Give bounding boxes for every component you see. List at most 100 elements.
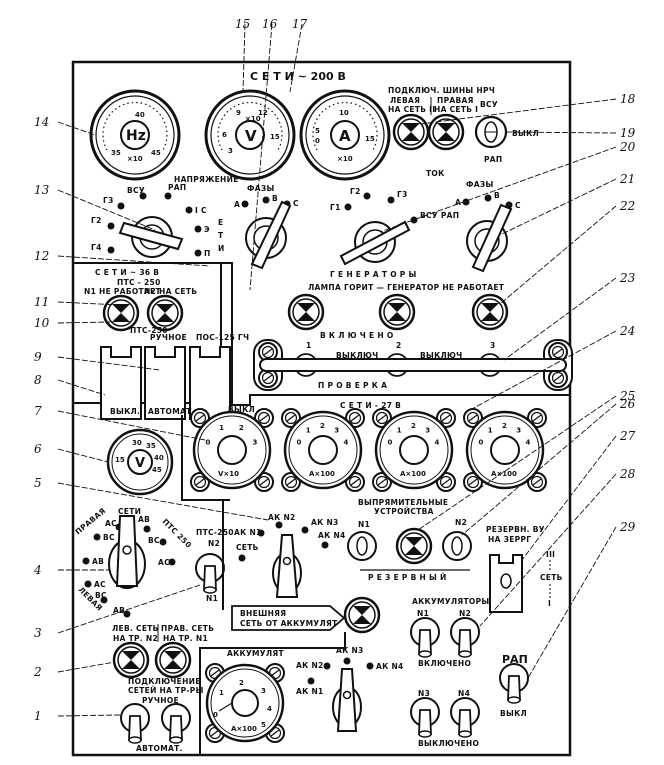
pos-label: ВС xyxy=(103,533,115,542)
phase-current-knob[interactable] xyxy=(466,203,513,273)
voltage-heading: НАПРЯЖЕНИЕ xyxy=(174,175,239,184)
meter-tick: 6 xyxy=(222,131,227,139)
callout-leader-line xyxy=(57,255,211,267)
callout-number: 28 xyxy=(619,467,636,481)
side-label: И xyxy=(218,244,225,253)
pts-toggle-switch[interactable] xyxy=(195,553,225,594)
breaker-pos-125[interactable] xyxy=(189,346,231,420)
meter-tick: 1 xyxy=(219,689,224,697)
phase-voltage-knob[interactable] xyxy=(245,200,292,270)
pos-label: Г4 xyxy=(91,243,102,252)
accumulator-toggle-n1[interactable] xyxy=(410,617,440,658)
phase-a: А xyxy=(234,200,240,209)
rap-toggle-switch[interactable] xyxy=(499,663,529,704)
callout-number: 12 xyxy=(34,249,49,263)
generator-lamp-2[interactable] xyxy=(378,293,416,331)
callout-number: 22 xyxy=(619,199,635,213)
rap-switch-label: РАП xyxy=(502,653,528,666)
right-lamp-label: ПРАВАЯ xyxy=(437,96,474,105)
rectifiers-heading-2: УСТРОЙСТВА xyxy=(374,507,434,516)
meter-multiplier: ×10 xyxy=(337,155,353,163)
rap-label: РАП xyxy=(484,155,502,164)
meter-tick: 4 xyxy=(344,438,349,446)
lamp-pts-n2[interactable] xyxy=(146,294,184,332)
gen-off-1: ВЫКЛЮЧ xyxy=(336,351,379,360)
callout-number: 15 xyxy=(235,17,250,31)
pos-label: Г3 xyxy=(103,196,114,205)
callout-leader-line xyxy=(499,205,617,305)
accumulator-heading: АККУМУЛЯТ xyxy=(227,649,284,658)
net-connect-heading-2: СЕТЕЙ НА ТР-РЫ xyxy=(128,686,204,695)
generator-lamp-1[interactable] xyxy=(287,293,325,331)
accumulator-selector-knob[interactable] xyxy=(332,668,362,732)
lamp-left-net-tr2[interactable] xyxy=(112,641,150,679)
rectifier-n1-switch[interactable] xyxy=(347,531,377,561)
callout-leader-line xyxy=(249,23,273,291)
callout-leader-line xyxy=(57,410,206,441)
meter-tick: 3 xyxy=(228,147,233,155)
meter-tick: 5 xyxy=(315,127,320,135)
phase-heading-voltage: ФАЗЫ xyxy=(247,184,275,193)
side-label: Е xyxy=(218,218,223,227)
acc-n4-label: N4 xyxy=(458,689,470,698)
callout-leader-line xyxy=(289,23,303,93)
generator-interlock-bar[interactable] xyxy=(253,339,573,391)
akk-selector-knob[interactable] xyxy=(272,534,302,598)
callout-leader-line xyxy=(242,23,246,93)
callout-leader-line xyxy=(419,98,617,125)
net-connect-toggle-2[interactable] xyxy=(161,703,191,744)
pts-label: ПТС - 250 xyxy=(117,278,161,287)
left-lamp-label-2: НА СЕТЬ II xyxy=(388,105,435,114)
current-selector-knob[interactable] xyxy=(339,220,411,266)
lamp-n2-label: N2 НА СЕТЬ xyxy=(144,287,197,296)
meter-tick: 1 xyxy=(397,427,402,435)
acc-pos-n4: АК N4 xyxy=(376,662,404,671)
lamp-left-net[interactable] xyxy=(392,113,430,151)
lamp-pts-n1[interactable] xyxy=(102,294,140,332)
lamp-right-net[interactable] xyxy=(427,113,465,151)
callout-number: 29 xyxy=(619,520,636,534)
panel-frame xyxy=(71,60,572,757)
net-connect-toggle-1[interactable] xyxy=(120,703,150,744)
left-lamp-label: ЛЕВАЯ xyxy=(390,96,420,105)
acc-n3-label: N3 xyxy=(418,689,430,698)
pos-label: АС xyxy=(158,558,170,567)
callout-leader-line xyxy=(527,526,617,679)
manual-label: РУЧНОЕ xyxy=(150,333,187,342)
rectifier-reserve-lamp[interactable] xyxy=(395,527,433,565)
external-net-lamp[interactable] xyxy=(343,596,381,634)
callout-number: 16 xyxy=(262,17,278,31)
callout-leader-line xyxy=(503,277,617,361)
callout-number: 3 xyxy=(34,626,42,640)
callout-number: 26 xyxy=(619,397,636,411)
generator-lamp-3[interactable] xyxy=(471,293,509,331)
rect-n1-label: N1 xyxy=(358,520,370,529)
meter-unit: Hz xyxy=(126,128,146,144)
accumulator-toggle-n3[interactable] xyxy=(410,697,440,738)
external-net-label-1: ВНЕШНЯЯ xyxy=(240,609,286,618)
callout-leader-line xyxy=(57,301,121,306)
callout-number: 4 xyxy=(33,563,42,577)
voltage-selector-knob[interactable] xyxy=(118,216,184,258)
acc-pos-n1: АК N1 xyxy=(296,687,324,696)
pts-switch-n2: N2 xyxy=(208,539,220,548)
check-label: П Р О В Е Р К А xyxy=(318,381,387,390)
reserve-switch-label-2: НА ЗЕРРГ xyxy=(488,535,531,544)
callout-leader-line xyxy=(479,473,617,627)
reserve-net-switch[interactable] xyxy=(489,554,523,613)
rectifier-n2-switch[interactable] xyxy=(442,531,472,561)
net-selector-knob[interactable] xyxy=(108,515,146,589)
callout-leader-line xyxy=(57,321,111,324)
lamp-right-net-tr1[interactable] xyxy=(154,641,192,679)
meter-tick: 35 xyxy=(111,149,121,157)
callout-leader-line xyxy=(57,356,161,371)
heading-net-200v: С Е Т И ~ 200 В xyxy=(250,70,346,83)
meter-unit: A xyxy=(339,127,351,145)
pos-vykl-label: ВЫКЛ xyxy=(228,405,255,414)
accumulator-toggle-n4[interactable] xyxy=(450,697,480,738)
acc-pos-n2: АК N2 xyxy=(296,661,324,670)
accumulator-toggle-n2[interactable] xyxy=(450,617,480,658)
meter-tick: 3 xyxy=(334,427,339,435)
vsu-rap-switch[interactable] xyxy=(474,115,508,149)
